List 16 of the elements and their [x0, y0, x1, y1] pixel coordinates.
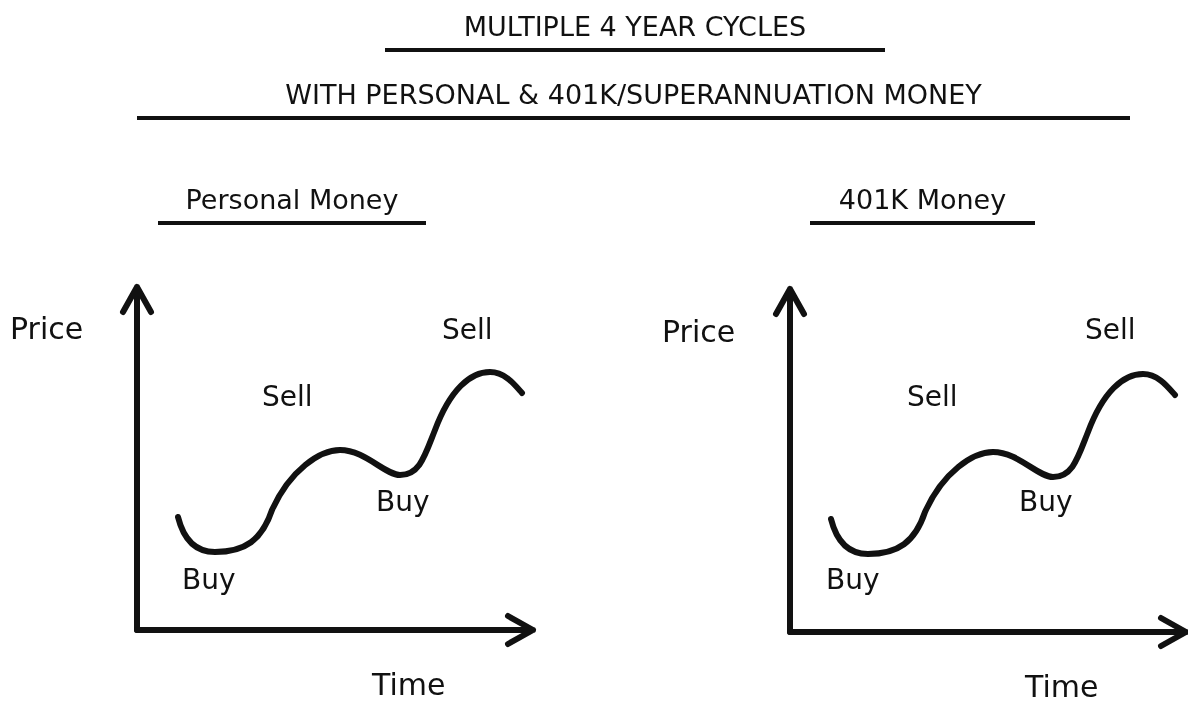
curve-label: Sell — [1085, 315, 1136, 346]
axis-label: Time — [372, 668, 446, 701]
section-heading: Personal Money — [158, 185, 426, 225]
section-heading: 401K Money — [810, 185, 1035, 225]
title-text: MULTIPLE 4 YEAR CYCLES — [385, 12, 885, 52]
curve-label: Buy — [182, 565, 236, 596]
curve-label: Buy — [826, 565, 880, 596]
curve-label: Buy — [1019, 487, 1073, 518]
curve-label: Sell — [442, 315, 493, 346]
curve-label: Sell — [907, 382, 958, 413]
curve-label: Buy — [376, 487, 430, 518]
axis-label: Time — [1025, 670, 1099, 703]
subtitle-text: WITH PERSONAL & 401K/SUPERANNUATION MONEY — [137, 80, 1130, 120]
curve-label: Sell — [262, 382, 313, 413]
axis-label: Price — [662, 315, 736, 348]
axis-label: Price — [10, 312, 84, 345]
